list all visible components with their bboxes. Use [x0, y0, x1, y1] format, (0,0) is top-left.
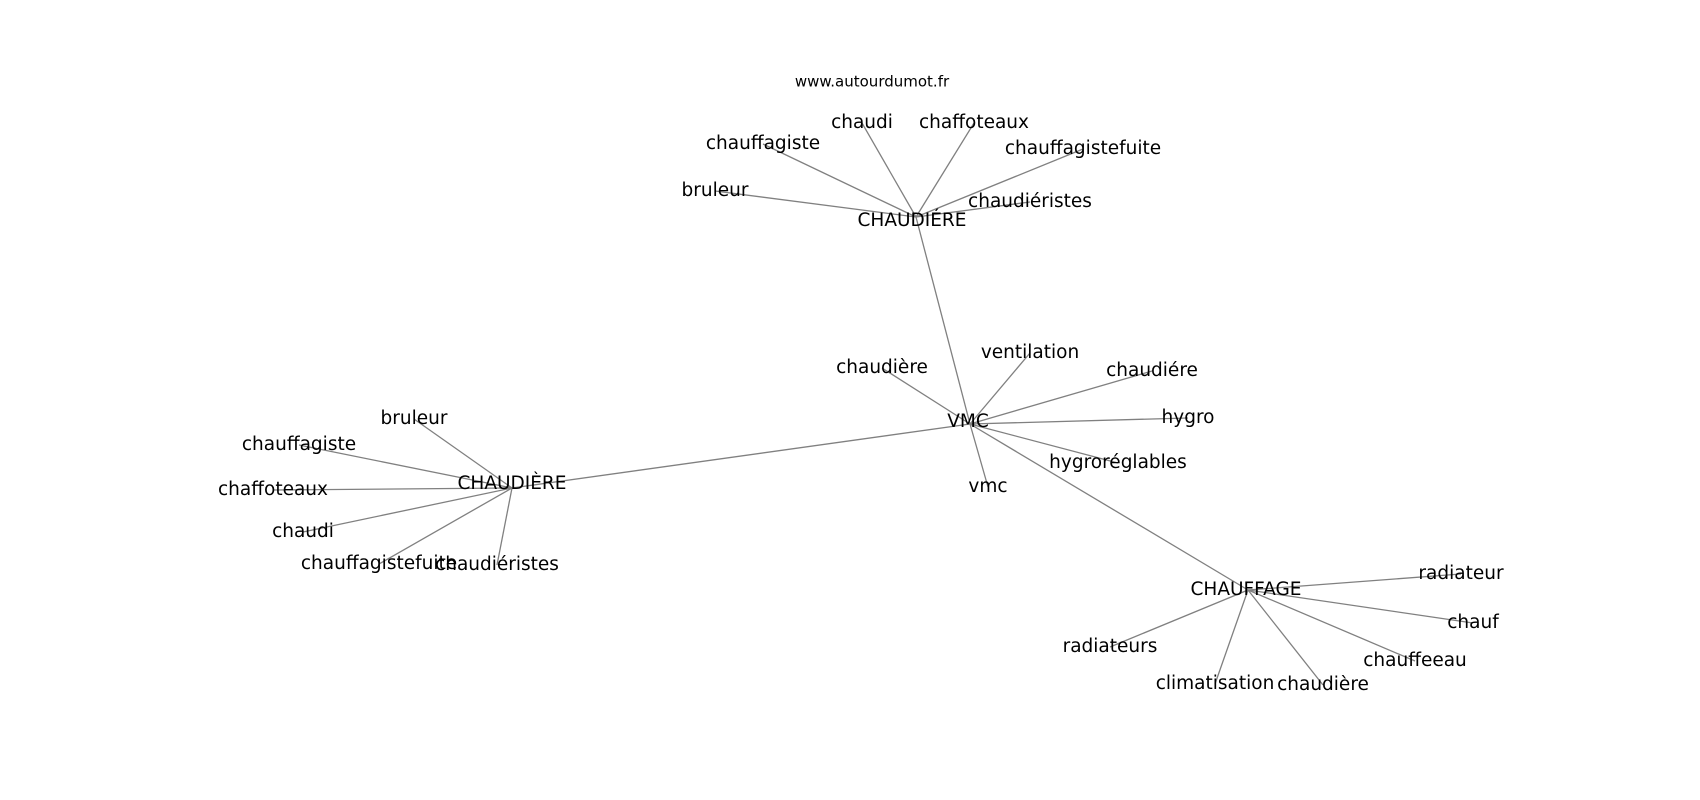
edge-chauffage-c_radiateurs [1109, 589, 1249, 648]
node-label-t_chauffagistefuite: chauffagistefuite [1005, 138, 1161, 159]
node-label-c_chauf: chauf [1447, 612, 1499, 633]
node-label-t_chauffagiste: chauffagiste [706, 133, 820, 154]
edge-chaudiere_top-t_chaudieristes [915, 201, 1031, 218]
node-label-c_radiateur: radiateur [1418, 563, 1504, 584]
edge-chaudiere_left-l_chaudi [302, 487, 513, 533]
node-label-l_chaudieristes: chaudiéristes [435, 554, 559, 575]
node-label-v_hygroreglables: hygroréglables [1049, 452, 1187, 473]
edge-chaudiere_top-t_chauffagiste [762, 143, 917, 218]
node-label-v_vmc: vmc [968, 476, 1007, 497]
edge-vmc_center-v_chaudiere_grave [881, 367, 971, 425]
edge-chaudiere_top-t_chaudi [861, 122, 917, 218]
node-label-v_hygro: hygro [1162, 407, 1215, 428]
node-label-v_ventilation: ventilation [981, 342, 1079, 363]
node-label-v_chaudiere_acute: chaudiére [1106, 360, 1198, 381]
node-label-chaudiere_top: CHAUDIÉRE [858, 209, 967, 231]
node-label-v_chaudiere_grave: chaudière [836, 357, 928, 378]
edge-vmc_center-v_hygroreglables [969, 423, 1119, 464]
node-label-chaudiere_left: CHAUDIÈRE [458, 472, 567, 494]
node-label-t_bruleur: bruleur [682, 180, 749, 201]
site-watermark: www.autourdumot.fr [795, 73, 950, 91]
labels-layer: VMC CHAUDIÉRE CHAUDIÈRE CHAUFFAGE chaudi chaf… [218, 112, 1504, 695]
node-label-t_chaudi: chaudi [831, 112, 893, 133]
edge-chauffage-c_chaudiere [1247, 589, 1324, 686]
node-label-l_chauffagistefuite: chauffagistefuite [301, 553, 457, 574]
node-label-l_chaffoteaux: chaffoteaux [218, 479, 328, 500]
edge-chaudiere_left-l_chauffagistefuite [378, 487, 513, 565]
edge-vmc_center-v_hygro [969, 417, 1189, 425]
node-label-c_climatisation: climatisation [1156, 673, 1275, 694]
edge-chaudiere_left-l_chauffagiste [298, 444, 513, 489]
edge-vmc_center-chaudiere_left [511, 423, 971, 489]
edge-vmc_center-chaudiere_top [915, 216, 971, 425]
node-label-c_chauffeeau: chauffeeau [1363, 650, 1467, 671]
edge-vmc_center-v_vmc [969, 423, 989, 488]
edge-chaudiere_left-l_chaudieristes [496, 487, 513, 566]
node-label-c_chaudiere: chaudière [1277, 674, 1369, 695]
edge-vmc_center-chauffage [969, 423, 1249, 591]
node-label-c_radiateurs: radiateurs [1063, 636, 1158, 657]
edge-chaudiere_top-t_chaffoteaux [915, 122, 975, 218]
node-label-l_bruleur: bruleur [381, 408, 448, 429]
edges-layer [272, 122, 1474, 686]
node-label-l_chauffagiste: chauffagiste [242, 434, 356, 455]
edge-chauffage-c_chauffeeau [1247, 589, 1416, 662]
edge-chauffage-c_radiateur [1247, 573, 1462, 591]
edge-chaudiere_top-t_bruleur [714, 190, 917, 218]
edge-chauffage-c_chauf [1247, 589, 1474, 624]
node-label-l_chaudi: chaudi [272, 521, 334, 542]
edge-vmc_center-v_ventilation [969, 352, 1031, 425]
node-label-t_chaudieristes: chaudiéristes [968, 191, 1092, 212]
node-label-t_chaffoteaux: chaffoteaux [919, 112, 1029, 133]
edge-vmc_center-v_chaudiere_acute [969, 370, 1153, 425]
edge-chaudiere_top-t_chauffagistefuite [915, 148, 1084, 218]
node-label-vmc_center: VMC [947, 411, 989, 432]
edge-chaudiere_left-l_bruleur [413, 418, 513, 489]
edge-chaudiere_left-l_chaffoteaux [272, 487, 513, 491]
edge-chauffage-c_climatisation [1214, 589, 1249, 685]
node-label-chauffage: CHAUFFAGE [1191, 579, 1302, 600]
